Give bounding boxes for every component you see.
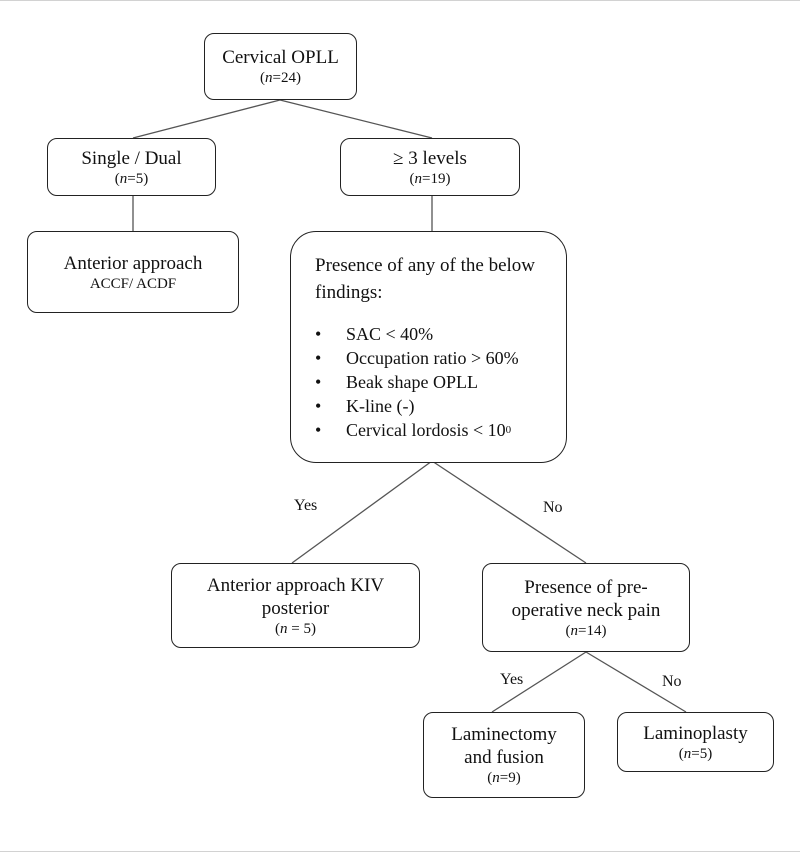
connector-neckpain-yes	[491, 651, 587, 713]
anterior-approach-title: Anterior approach	[63, 252, 203, 274]
root-count: (n=24)	[260, 70, 301, 86]
anterior-kiv-count: (n = 5)	[275, 620, 316, 637]
laminoplasty-title: Laminoplasty	[643, 722, 748, 744]
edge-label-yes: Yes	[500, 671, 524, 688]
findings-box: Presence of any of the below findings: •…	[290, 231, 567, 463]
neck-pain-count: (n=14)	[565, 622, 607, 639]
laminectomy-line2: and fusion	[464, 747, 544, 768]
bullet-marker: •	[315, 324, 322, 344]
single-dual-count: (n=5)	[114, 170, 149, 187]
three-levels-title: ≥ 3 levels	[393, 147, 467, 169]
laminoplasty-count: (n=5)	[678, 745, 713, 762]
findings-list: •SAC < 40% •Occupation ratio > 60% •Beak…	[315, 322, 519, 442]
connector-findings-no	[431, 460, 587, 564]
anterior-approach-box: Anterior approach ACCF/ ACDF	[27, 231, 239, 313]
laminectomy-count: (n=9)	[487, 770, 521, 786]
three-levels-box: ≥ 3 levels (n=19)	[340, 138, 520, 196]
three-levels-count: (n=19)	[409, 170, 451, 187]
neck-pain-box: Presence of pre- operative neck pain (n=…	[482, 563, 690, 652]
connector-neckpain-no	[585, 651, 687, 713]
edge-label-no: No	[662, 673, 682, 690]
finding-item: •Occupation ratio > 60%	[315, 348, 519, 368]
laminectomy-line1: Laminectomy	[451, 724, 557, 745]
connector-root-single	[132, 99, 281, 139]
laminoplasty-box: Laminoplasty (n=5)	[617, 712, 774, 772]
bullet-marker: •	[315, 396, 322, 416]
root-title: Cervical OPLL	[222, 47, 339, 68]
bullet-marker: •	[315, 420, 322, 440]
neck-pain-line1: Presence of pre-	[524, 576, 648, 598]
findings-intro: Presence of any of the below findings:	[315, 255, 536, 303]
finding-item: •SAC < 40%	[315, 324, 434, 344]
anterior-approach-detail: ACCF/ ACDF	[89, 275, 177, 292]
bullet-marker: •	[315, 372, 322, 392]
finding-item: •Beak shape OPLL	[315, 372, 478, 392]
edge-label-yes: Yes	[294, 497, 318, 514]
neck-pain-line2: operative neck pain	[511, 599, 661, 621]
laminectomy-box: Laminectomy and fusion (n=9)	[423, 712, 585, 798]
bullet-marker: •	[315, 348, 322, 368]
single-dual-title: Single / Dual	[81, 147, 182, 169]
anterior-kiv-line2: posterior	[261, 597, 330, 619]
top-border	[0, 0, 800, 1]
anterior-kiv-box: Anterior approach KIV posterior (n = 5)	[171, 563, 420, 648]
finding-item: •K-line (-)	[315, 396, 415, 416]
single-dual-box: Single / Dual (n=5)	[47, 138, 216, 196]
connector-findings-yes	[291, 460, 433, 564]
root-box: Cervical OPLL (n=24)	[204, 33, 357, 100]
anterior-kiv-line1: Anterior approach KIV	[206, 574, 385, 596]
connector-root-three	[279, 99, 433, 139]
edge-label-no: No	[543, 499, 563, 516]
